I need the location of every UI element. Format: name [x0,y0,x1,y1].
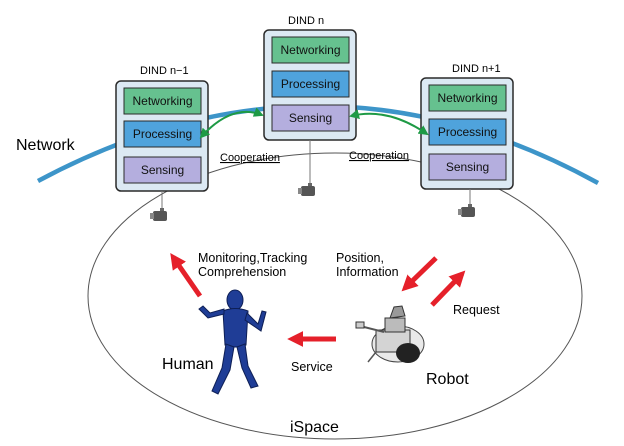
cooperation-label-left: Cooperation [220,152,280,164]
position-label: Position, [336,251,384,265]
ispace-boundary [87,152,583,440]
ispace-label: iSpace [290,419,339,436]
position-arrow [401,256,438,292]
dind-title: DIND n−1 [140,65,189,77]
cooperation-arrow-right [349,109,429,136]
monitoring-label-2: Comprehension [198,265,286,279]
robot-label: Robot [426,371,469,388]
networking-layer [428,84,507,112]
request-label: Request [453,303,500,317]
camera-icon [150,208,167,221]
sensing-label: Sensing [446,160,489,174]
network-label: Network [16,137,76,154]
dind-title: DIND n+1 [452,63,501,75]
processing-layer [428,118,507,146]
dind-title: DIND n [288,15,324,27]
processing-layer [271,70,350,98]
monitoring-arrow [170,253,203,298]
dind-node-center: DIND n Networking Processing Sensing [263,15,357,196]
sensing-layer [428,153,507,181]
processing-label: Processing [438,125,497,139]
service-label: Service [291,360,333,374]
position-label-2: Information [336,265,399,279]
sensing-label: Sensing [141,163,184,177]
networking-layer [271,36,350,64]
request-arrow [430,270,466,307]
processing-label: Processing [133,127,192,141]
dind-node-right: DIND n+1 Networking Processing Sensing [420,63,514,217]
sensing-label: Sensing [289,111,332,125]
processing-layer [123,120,202,148]
monitoring-label: Monitoring,Tracking [198,251,307,265]
processing-label: Processing [281,77,340,91]
dind-node-left: DIND n−1 Networking Processing Sensing [115,65,209,221]
camera-icon [458,204,475,217]
networking-layer [123,87,202,115]
networking-label: Networking [437,91,497,105]
human-label: Human [162,356,214,373]
networking-label: Networking [280,43,340,57]
cooperation-arrow-left [199,107,264,139]
robot-icon [355,305,425,363]
sensing-layer [271,104,350,132]
networking-label: Networking [132,94,192,108]
cooperation-label-right: Cooperation [349,150,409,162]
human-figure-icon [198,289,267,395]
sensing-layer [123,156,202,184]
camera-icon [298,183,315,196]
